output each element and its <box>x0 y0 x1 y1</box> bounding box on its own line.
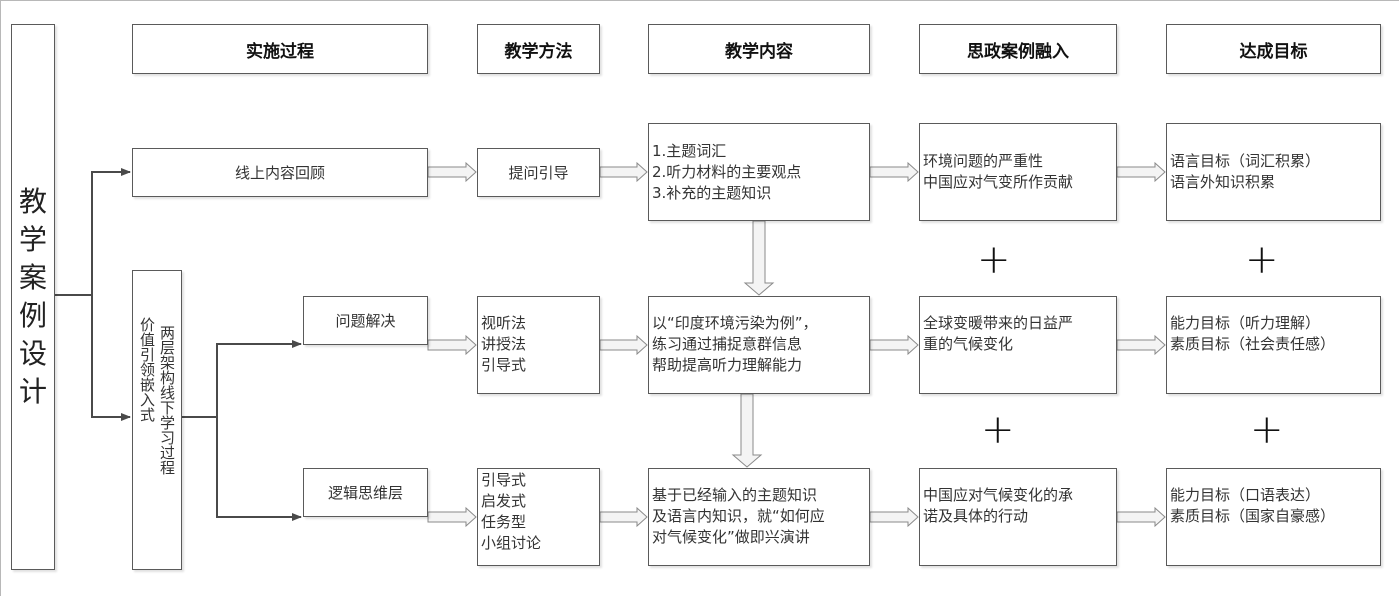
goal-box-2: 能力目标（听力理解） 素质目标（社会责任感） <box>1166 296 1381 394</box>
box-text-line: 素质目标（国家自豪感） <box>1170 507 1336 525</box>
box-text-line: 能力目标（口语表达） <box>1170 486 1321 504</box>
block-arrow-ideology3-to-goal3 <box>1116 506 1166 528</box>
box-text-line: 中国应对气候变化的承 <box>923 486 1074 504</box>
root-label-char: 教 <box>18 185 47 218</box>
block-arrow-method2-to-content2 <box>599 334 648 356</box>
box-text-line: 讲授法 <box>481 335 527 353</box>
root-label-char: 计 <box>18 375 47 408</box>
ideology-box-1: 环境问题的严重性中国应对气变所作贡献 <box>919 123 1117 221</box>
ideology-box-2: 全球变暖带来的日益严重的气候变化 <box>919 296 1117 394</box>
box-text-line: 全球变暖带来的日益严 <box>923 314 1074 332</box>
box-text-line: 以“印度环境污染为例”， <box>652 314 818 332</box>
block-arrow-method3-to-content3 <box>599 506 648 528</box>
box-text-line: 1.主题词汇 <box>652 141 727 160</box>
block-arrow-content2-to-content3 <box>731 393 763 468</box>
box-text-line: 2.听力材料的主要观点 <box>652 162 802 181</box>
box-text-line: 小组讨论 <box>481 534 542 552</box>
ideology-box-3: 中国应对气候变化的承诺及具体的行动 <box>919 468 1117 566</box>
box-text-line: 任务型 <box>481 513 527 531</box>
plus-goal-2: + <box>1250 407 1284 453</box>
root-label-char: 学 <box>18 223 47 256</box>
root-box: 教学案例设计 <box>11 24 55 570</box>
line-to-logic-layer <box>216 417 302 521</box>
header-content: 教学内容 <box>648 24 870 74</box>
plus-ideology-1: + <box>977 237 1011 283</box>
line-root-to-online <box>91 168 131 295</box>
value-guidance-label: 价值引领嵌入式 <box>138 317 156 422</box>
block-arrow-stage1-to-method1 <box>427 161 477 183</box>
box-text-line: 及语言内知识，就“如何应 <box>652 507 825 525</box>
plus-ideology-2: + <box>981 407 1015 453</box>
block-arrow-content3-to-ideology3 <box>869 506 919 528</box>
box-text-line: 3.补充的主题知识 <box>652 183 772 202</box>
block-arrow-stage2-to-method2 <box>427 334 477 356</box>
box-text-line: 对气候变化”做即兴演讲 <box>652 528 810 546</box>
box-text-line: 练习通过捕捉意群信息 <box>652 335 803 353</box>
offline-process-box: 两层架构线下学习过程 价值引领嵌入式 <box>132 270 182 570</box>
box-text-line: 引导式 <box>481 471 527 489</box>
box-text-line: 重的气候变化 <box>923 335 1014 353</box>
method-box-2: 视听法讲授法引导式 <box>477 296 600 394</box>
box-text-line: 提问引导 <box>508 164 569 182</box>
box-text-line: 素质目标（社会责任感） <box>1170 335 1336 353</box>
box-text-line: 中国应对气变所作贡献 <box>923 173 1074 191</box>
content-box-2: 以“印度环境污染为例”， 练习通过捕捉意群信息帮助提高听力理解能力 <box>648 296 870 394</box>
block-arrow-stage3-to-method3 <box>427 506 477 528</box>
stage-problem-solving: 问题解决 <box>303 296 428 345</box>
root-label-char: 案 <box>18 261 47 294</box>
box-text-line: 环境问题的严重性 <box>923 152 1044 170</box>
box-text-line: 语言外知识积累 <box>1170 173 1276 191</box>
block-arrow-content1-to-content2 <box>743 220 775 296</box>
goal-box-1: 语言目标（词汇积累） 语言外知识积累 <box>1166 123 1381 221</box>
goal-box-3: 能力目标（口语表达） 素质目标（国家自豪感） <box>1166 468 1381 566</box>
stage-online-review: 线上内容回顾 <box>132 148 428 197</box>
root-label-char: 设 <box>18 337 47 370</box>
box-text-line: 引导式 <box>481 356 527 374</box>
offline-process-label: 两层架构线下学习过程 <box>158 325 176 475</box>
box-text-line: 诺及具体的行动 <box>923 507 1029 525</box>
header-process: 实施过程 <box>132 24 428 74</box>
block-arrow-ideology1-to-goal1 <box>1116 161 1166 183</box>
box-text-line: 启发式 <box>481 492 527 510</box>
method-box-1: 提问引导 <box>477 148 600 197</box>
block-arrow-method1-to-content1 <box>599 161 648 183</box>
box-text-line: 语言目标（词汇积累） <box>1170 152 1321 170</box>
box-text-line: 帮助提高听力理解能力 <box>652 356 803 374</box>
header-method: 教学方法 <box>477 24 600 74</box>
content-box-1: 1.主题词汇 2.听力材料的主要观点 3.补充的主题知识 <box>648 123 870 221</box>
box-text-line: 视听法 <box>481 314 527 332</box>
line-to-problem-solving <box>216 340 302 417</box>
line-root-to-offline <box>91 295 131 421</box>
header-ideology: 思政案例融入 <box>919 24 1117 74</box>
plus-goal-1: + <box>1245 237 1279 283</box>
block-arrow-content1-to-ideology1 <box>869 161 919 183</box>
block-arrow-ideology2-to-goal2 <box>1116 334 1166 356</box>
box-text-line: 能力目标（听力理解） <box>1170 314 1321 332</box>
block-arrow-content2-to-ideology2 <box>869 334 919 356</box>
content-box-3: 基于已经输入的主题知识及语言内知识，就“如何应对气候变化”做即兴演讲 <box>648 468 870 566</box>
box-text-line: 基于已经输入的主题知识 <box>652 486 818 504</box>
root-label-char: 例 <box>18 299 47 332</box>
stage-logic-thinking: 逻辑思维层 <box>303 468 428 517</box>
method-box-3: 引导式启发式任务型小组讨论 <box>477 468 600 566</box>
header-goal: 达成目标 <box>1166 24 1381 74</box>
